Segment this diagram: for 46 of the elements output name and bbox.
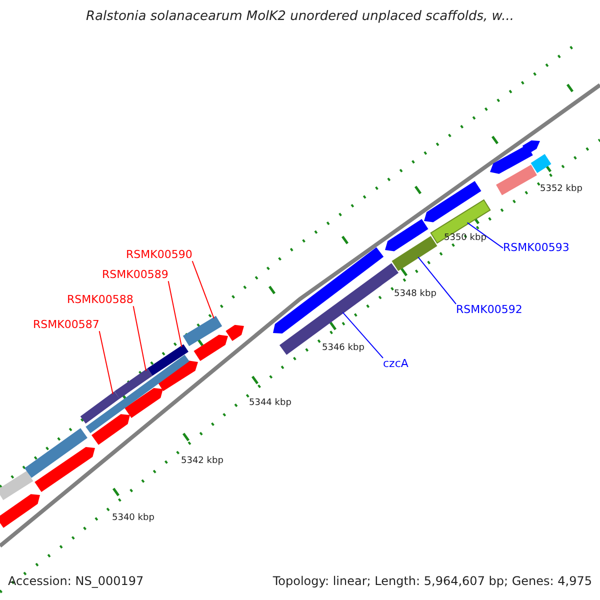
gene-feature xyxy=(114,368,153,399)
scale-label: 5348 kbp xyxy=(394,290,436,300)
gene-feature xyxy=(522,140,540,154)
gene-feature xyxy=(34,447,95,492)
scale-label: 5346 kbp xyxy=(322,344,364,354)
gene-label: RSMK00589 xyxy=(102,269,168,282)
map-title: Ralstonia solanacearum MolK2 unordered unplaced scaffolds, w... xyxy=(84,10,515,24)
genome-stats-text: Topology: linear; Length: 5,964,607 bp; Genes: 4,975 xyxy=(272,575,592,588)
gene-label: RSMK00588 xyxy=(67,294,134,306)
gene-label: RSMK00592 xyxy=(456,304,522,316)
gene-feature xyxy=(490,144,533,174)
gene-label: RSMK00593 xyxy=(503,242,570,254)
gene-feature xyxy=(273,247,384,334)
accession-text: Accession: NS_000197 xyxy=(8,575,144,588)
gene-feature xyxy=(385,218,428,252)
gene-feature xyxy=(194,334,228,362)
scale-label: 5342 kbp xyxy=(181,457,224,467)
gene-feature xyxy=(0,470,34,500)
scale-label: 5352 kbp xyxy=(540,185,582,195)
gene-feature xyxy=(24,428,88,478)
gene-feature xyxy=(424,180,482,222)
gene-feature xyxy=(148,344,188,376)
scale-label: 5350 kbp xyxy=(444,234,486,244)
gene-feature xyxy=(80,391,120,424)
gene-feature xyxy=(182,316,222,346)
gene-feature xyxy=(430,199,491,244)
gene-label: RSMK00587 xyxy=(33,319,100,332)
leader-line xyxy=(418,256,456,304)
scale-label: 5340 kbp xyxy=(112,514,154,524)
leader-line xyxy=(192,260,214,319)
gene-feature xyxy=(0,494,40,528)
gene-feature xyxy=(392,236,438,272)
gene-feature xyxy=(124,388,163,418)
leader-line xyxy=(342,312,384,358)
gene-feature xyxy=(92,414,130,445)
scale-label: 5344 kbp xyxy=(249,399,292,409)
leader-line xyxy=(168,280,182,348)
gene-feature xyxy=(86,354,190,434)
gene-label: czcA xyxy=(383,358,408,370)
leader-line xyxy=(98,330,114,395)
gene-feature xyxy=(530,154,552,174)
gene-feature xyxy=(226,324,244,341)
gene-label: RSMK00590 xyxy=(126,249,192,262)
gene-feature xyxy=(496,164,537,196)
leader-line xyxy=(466,222,504,249)
leader-line xyxy=(132,306,146,372)
